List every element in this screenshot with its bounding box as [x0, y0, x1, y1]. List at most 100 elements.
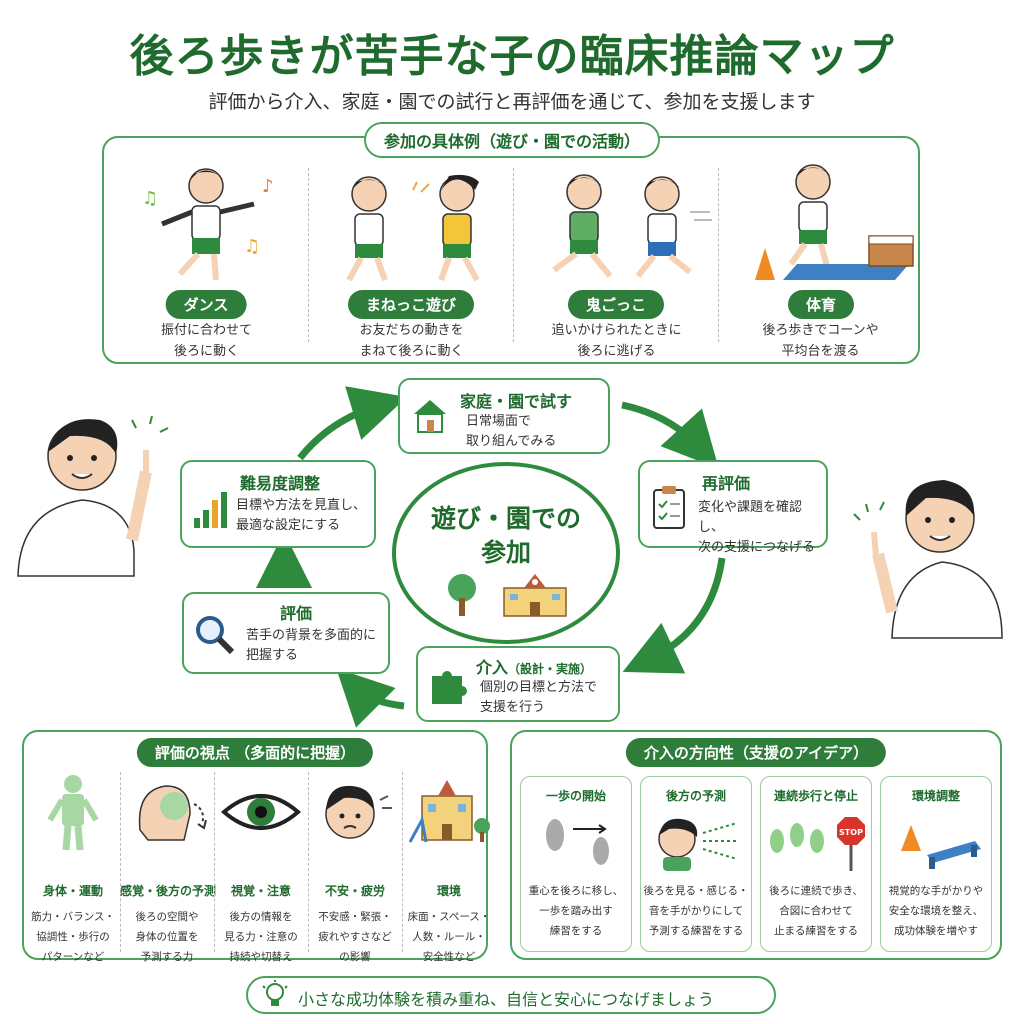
- activity-desc: 後ろに逃げる: [577, 344, 656, 359]
- stop-sign-icon: STOP: [770, 817, 865, 871]
- activity-label: まねっこ遊び: [347, 290, 475, 319]
- page-title: 後ろ歩きが苦手な子の臨床推論マップ: [129, 31, 895, 82]
- card-desc: 取り組んでみる: [466, 434, 557, 449]
- direction-desc: 視覚的な手がかりや: [888, 885, 984, 897]
- svg-text:♪: ♪: [262, 176, 274, 197]
- view-desc: 予測する力: [140, 951, 194, 963]
- direction-title: 環境調整: [911, 789, 960, 803]
- activity-desc: お友だちの動きを: [359, 323, 464, 338]
- card-desc: 変化や課題を確認し、: [698, 500, 803, 535]
- intervention-directions-panel: 一歩の開始 重心を後ろに移し、 一歩を踏み出す 練習をする 後方の予測 後ろを見…: [510, 730, 1002, 960]
- view-desc: 床面・スペース・: [407, 911, 491, 923]
- direction-title: 一歩の開始: [545, 789, 606, 803]
- activity-desc: 後ろに動く: [173, 344, 239, 359]
- puzzle-icon: [432, 671, 467, 704]
- view-desc: 持続や切替え: [229, 951, 293, 963]
- direction-item: 一歩の開始 重心を後ろに移し、 一歩を踏み出す 練習をする: [520, 776, 632, 952]
- direction-desc: 練習をする: [549, 925, 603, 937]
- direction-title: 後方の予測: [665, 789, 726, 803]
- card-title: 評価: [280, 604, 313, 623]
- view-item: 視覚・注意 後方の情報を 見る力・注意の 持続や切替え: [214, 762, 308, 982]
- view-title: 身体・運動: [42, 884, 103, 898]
- direction-item: 環境調整 視覚的な手がかりや 安全な環境を整え、 成功体験を増やす: [880, 776, 992, 952]
- footer-text: 小さな成功体験を積み重ね、自信と安心につなげましょう: [298, 990, 715, 1009]
- activity-label: ダンス: [165, 290, 247, 319]
- dancing-child-icon: ♫ ♪ ♫: [142, 168, 274, 281]
- svg-text:♫: ♫: [244, 236, 260, 257]
- bar-steps-icon: [194, 492, 227, 528]
- worried-face-icon: [325, 785, 392, 839]
- svg-text:STOP: STOP: [839, 828, 863, 837]
- view-title: 環境: [436, 884, 461, 898]
- intervention-directions-heading: 介入の方向性（支援のアイデア）: [625, 738, 887, 767]
- teacher-left-icon: [17, 415, 169, 577]
- activity-pe: 体育 後ろ歩きでコーンや 平均台を渡る: [719, 138, 922, 362]
- card-difficulty: 難易度調整 目標や方法を見直し、 最適な設定にする: [180, 460, 376, 548]
- view-desc: 後ろの空間や: [135, 911, 199, 923]
- tag-game-icon: [552, 174, 712, 278]
- activity-desc: 後ろ歩きでコーンや: [762, 323, 879, 338]
- view-desc: 身体の位置を: [135, 931, 199, 943]
- lightbulb-icon: [262, 980, 288, 1006]
- card-title: 再評価: [702, 474, 751, 493]
- activity-desc: まねて後ろに動く: [359, 344, 464, 359]
- direction-desc: 一歩を踏み出す: [539, 905, 613, 917]
- view-desc: 不安感・緊張・: [318, 911, 392, 923]
- card-title-main: 介入: [476, 658, 509, 677]
- card-desc: 次の支援につなげる: [698, 540, 816, 555]
- footer-banner: 小さな成功体験を積み重ね、自信と安心につなげましょう: [246, 976, 776, 1014]
- view-item: 身体・運動 筋力・バランス・ 協調性・歩行の パターンなど: [26, 762, 120, 982]
- direction-desc: 音を手がかりにして: [648, 905, 744, 917]
- magnifier-icon: [196, 616, 235, 655]
- card-intervention: 介入（設計・実施） 個別の目標と方法で 支援を行う: [416, 646, 620, 722]
- direction-desc: 安全な環境を整え、: [888, 905, 984, 917]
- card-desc: 苦手の背景を多面的に: [246, 628, 377, 643]
- evaluation-views-heading: 評価の視点 （多面的に把握）: [136, 738, 374, 767]
- teacher-right-icon: [853, 480, 1003, 639]
- imitation-play-icon: [346, 174, 480, 282]
- direction-item: 連続歩行と停止 STOP 後ろに連続で歩き、 合図に合わせて 止まる練習をする: [760, 776, 872, 952]
- view-title: 不安・疲労: [324, 884, 385, 898]
- card-evaluation: 評価 苦手の背景を多面的に 把握する: [182, 592, 390, 674]
- direction-desc: 合図に合わせて: [779, 905, 853, 917]
- view-desc: の影響: [339, 951, 371, 963]
- view-desc: 見る力・注意の: [224, 931, 298, 943]
- pe-class-icon: [755, 164, 914, 280]
- view-desc: 後方の情報を: [229, 911, 293, 923]
- house-icon: [414, 400, 446, 433]
- card-title: 難易度調整: [240, 474, 321, 493]
- view-desc: 筋力・バランス・: [31, 911, 115, 923]
- direction-item: 後方の予測 後ろを見る・感じる・ 音を手がかりにして 予測する練習をする: [640, 776, 752, 952]
- center-text: 参加: [480, 538, 531, 567]
- view-title: 感覚・後方の予測: [120, 884, 217, 898]
- center-participation: 遊び・園での 参加: [392, 462, 620, 644]
- direction-title: 連続歩行と停止: [773, 789, 858, 803]
- direction-desc: 後ろに連続で歩き、: [769, 885, 863, 897]
- eye-icon: [220, 794, 302, 830]
- activity-label: 体育: [787, 290, 855, 319]
- card-reevaluation: 再評価 変化や課題を確認し、 次の支援につなげる: [638, 460, 828, 555]
- view-item: 感覚・後方の予測 後ろの空間や 身体の位置を 予測する力: [120, 762, 217, 982]
- activity-tag: 鬼ごっこ 追いかけられたときに 後ろに逃げる: [514, 138, 719, 362]
- view-desc: 人数・ルール・: [412, 931, 486, 943]
- view-item: 環境 床面・スペース・ 人数・ルール・ 安全性など: [402, 762, 496, 982]
- participation-panel: ♫ ♪ ♫ ダンス 振付に合わせて 後ろに動く: [102, 136, 920, 364]
- clipboard-icon: [653, 486, 685, 529]
- card-home-trial: 家庭・園で試す 日常場面で 取り組んでみる: [398, 378, 610, 454]
- tree-icon: [448, 574, 476, 616]
- head-sensing-icon: [138, 785, 207, 841]
- card-desc: 個別の目標と方法で: [480, 680, 598, 695]
- card-desc: 日常場面で: [466, 414, 532, 429]
- activity-label: 鬼ごっこ: [567, 290, 665, 319]
- page-subtitle: 評価から介入、家庭・園での試行と再評価を通じて、参加を支援します: [208, 91, 816, 113]
- card-desc: 支援を行う: [480, 700, 546, 715]
- activity-dance: ♫ ♪ ♫ ダンス 振付に合わせて 後ろに動く: [104, 138, 309, 362]
- center-text: 遊び・園での: [430, 504, 581, 533]
- card-title: 介入（設計・実施）: [476, 654, 592, 678]
- activity-desc: 振付に合わせて: [160, 323, 252, 338]
- evaluation-views-panel: 身体・運動 筋力・バランス・ 協調性・歩行の パターンなど 感覚・後方の予測 後…: [22, 730, 490, 963]
- view-title: 視覚・注意: [230, 884, 291, 898]
- direction-desc: 予測する練習をする: [648, 925, 744, 937]
- activity-desc: 平均台を渡る: [781, 344, 860, 359]
